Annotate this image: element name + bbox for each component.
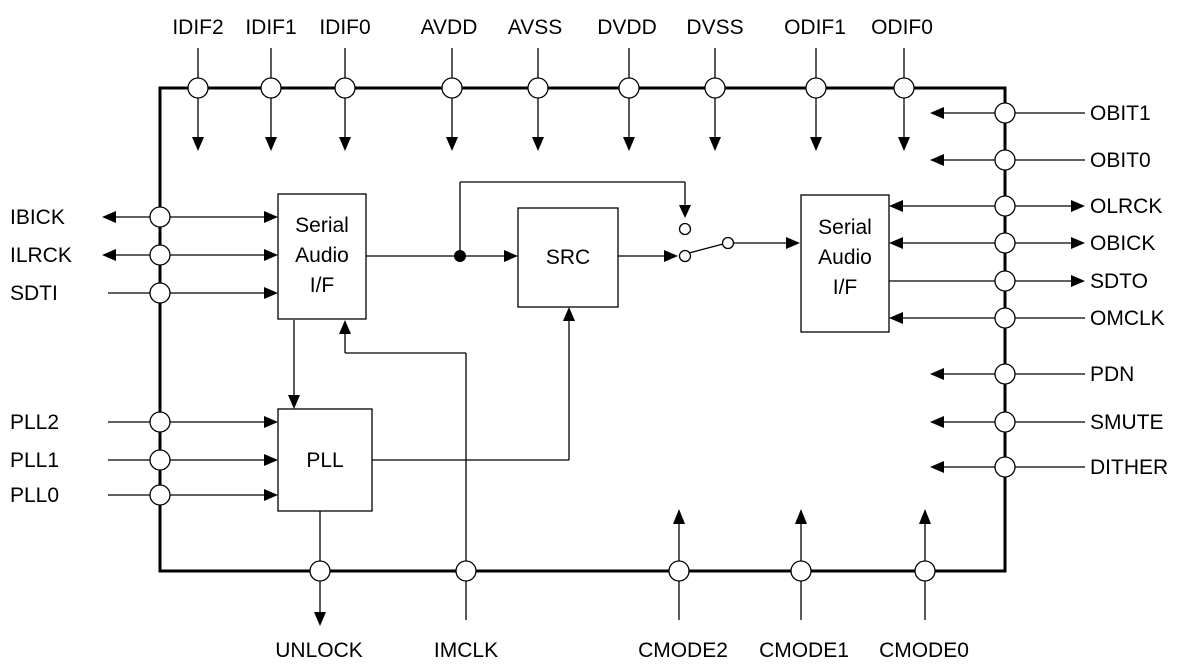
pin-dvdd: DVDD	[597, 16, 657, 151]
pin-dither: DITHER	[930, 456, 1168, 479]
block-pll: PLL	[277, 408, 373, 512]
pin-sdto: SDTO	[889, 270, 1148, 293]
block-input-serial-line2: Audio	[295, 244, 349, 267]
switch-common	[721, 236, 735, 250]
pin-obit0: OBIT0	[930, 149, 1151, 172]
block-src-label: SRC	[546, 246, 590, 269]
pin-label-ibick: IBICK	[10, 206, 65, 229]
pin-label-avdd: AVDD	[421, 16, 478, 39]
pin-pll1: PLL1	[10, 449, 278, 472]
pin-obick: OBICK	[889, 232, 1155, 255]
pin-olrck: OLRCK	[889, 195, 1162, 218]
pin-label-odif0: ODIF0	[871, 16, 933, 39]
block-output-serial-line2: Audio	[818, 246, 872, 269]
block-output-serial-line1: Serial	[818, 216, 872, 239]
pin-omclk: OMCLK	[889, 307, 1165, 330]
block-input-serial-line3: I/F	[310, 274, 335, 297]
pin-label-dvdd: DVDD	[597, 16, 657, 39]
pin-label-dither: DITHER	[1090, 456, 1168, 479]
pin-label-olrck: OLRCK	[1090, 195, 1162, 218]
pin-smute: SMUTE	[930, 411, 1164, 434]
pin-pll0: PLL0	[10, 484, 278, 507]
pin-label-pll0: PLL0	[10, 484, 59, 507]
block-src: SRC	[517, 207, 619, 308]
pin-label-pdn: PDN	[1090, 363, 1134, 386]
pin-cmode1: CMODE1	[759, 509, 849, 662]
pin-label-cmode2: CMODE2	[638, 639, 728, 662]
pin-label-smute: SMUTE	[1090, 411, 1164, 434]
pin-label-idif2: IDIF2	[172, 16, 223, 39]
pin-idif2: IDIF2	[172, 16, 224, 151]
pin-label-avss: AVSS	[508, 16, 562, 39]
pin-avss: AVSS	[508, 16, 562, 151]
pin-ibick: IBICK	[10, 206, 278, 229]
pin-label-odif1: ODIF1	[784, 16, 846, 39]
pin-cmode0: CMODE0	[879, 509, 969, 662]
pin-label-obit0: OBIT0	[1090, 149, 1151, 172]
pin-imclk: IMCLK	[339, 320, 498, 662]
bottom-pins: UNLOCK IMCLK CMODE2 CMODE1	[275, 320, 969, 662]
pin-label-unlock: UNLOCK	[275, 639, 363, 662]
pin-label-cmode1: CMODE1	[759, 639, 849, 662]
pin-idif1: IDIF1	[245, 16, 297, 151]
pin-dvss: DVSS	[686, 16, 744, 151]
pin-pdn: PDN	[930, 363, 1134, 386]
block-output-serial-line3: I/F	[833, 276, 858, 299]
pin-label-obick: OBICK	[1090, 232, 1155, 255]
pin-label-sdto: SDTO	[1090, 270, 1148, 293]
pin-idif0: IDIF0	[319, 16, 371, 151]
pin-label-pll2: PLL2	[10, 411, 59, 434]
block-output-serial-audio-if: Serial Audio I/F	[800, 194, 890, 333]
block-input-serial-audio-if: Serial Audio I/F	[277, 193, 367, 320]
block-input-serial-line1: Serial	[295, 214, 349, 237]
pin-avdd: AVDD	[421, 16, 478, 151]
switch-arm	[688, 243, 724, 254]
pin-label-sdti: SDTI	[10, 282, 58, 305]
internal-wiring	[288, 181, 800, 461]
right-pins: OBIT1 OBIT0 OLRCK OBICK	[889, 102, 1168, 479]
chip-outline	[158, 86, 1007, 573]
top-pins: IDIF2 IDIF1 IDIF0 AVDD AVSS	[172, 16, 933, 151]
pin-label-imclk: IMCLK	[434, 639, 498, 662]
pin-label-omclk: OMCLK	[1090, 307, 1165, 330]
pin-label-obit1: OBIT1	[1090, 102, 1151, 125]
pin-label-idif1: IDIF1	[245, 16, 296, 39]
pin-cmode2: CMODE2	[638, 509, 728, 662]
switch-contact-src	[678, 249, 692, 263]
switch-contact-bypass	[678, 222, 692, 236]
pin-odif0: ODIF0	[871, 16, 933, 151]
pin-pll2: PLL2	[10, 411, 278, 434]
pin-sdti: SDTI	[10, 282, 278, 305]
pin-label-dvss: DVSS	[686, 16, 743, 39]
pin-obit1: OBIT1	[930, 102, 1151, 125]
left-pins: IBICK ILRCK SDTI PLL2 PLL	[10, 206, 278, 507]
pin-label-idif0: IDIF0	[319, 16, 370, 39]
pin-unlock: UNLOCK	[275, 511, 363, 662]
pin-label-cmode0: CMODE0	[879, 639, 969, 662]
pin-label-pll1: PLL1	[10, 449, 59, 472]
pin-ilrck: ILRCK	[10, 244, 278, 267]
pin-odif1: ODIF1	[784, 16, 846, 151]
block-pll-label: PLL	[306, 449, 343, 472]
pin-label-ilrck: ILRCK	[10, 244, 72, 267]
